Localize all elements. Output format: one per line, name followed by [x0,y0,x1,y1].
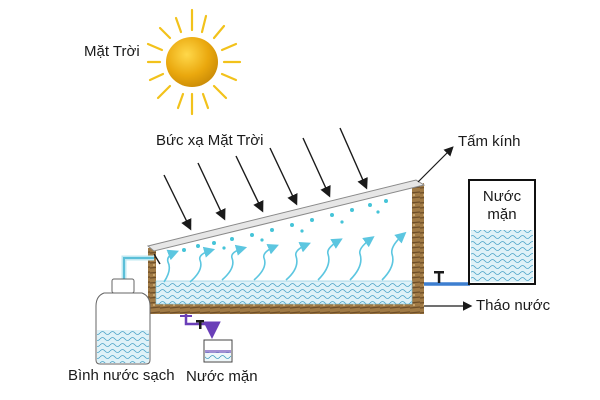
salt-water-collector [203,339,233,363]
salt-water-collector-label: Nước mặn [186,368,258,385]
vapor-arrows [163,231,407,283]
glass-cover [146,179,426,252]
saltwater-tank-label-2: mặn [487,206,517,223]
saltwater-tank [468,179,536,285]
glass-pointer [417,146,454,183]
glass-label: Tấm kính [458,133,521,150]
saltwater-inlet-pipe [424,271,470,286]
wood-frame [148,183,424,314]
clean-water-bottle-label: Bình nước sạch [68,367,175,384]
valve-icon [196,320,204,329]
radiation-label: Bức xạ Mặt Trời [156,132,264,149]
radiation-arrows [163,127,368,231]
drain-label: Tháo nước [476,297,551,314]
sun-icon [146,8,242,116]
sun-label: Mặt Trời [84,43,140,60]
clean-water-pipe [121,253,161,280]
basin-water [155,280,413,305]
brine-drain-pipe [180,314,221,339]
clean-water-bottle [95,278,151,365]
condensation-droplets [168,199,388,255]
saltwater-tank-label-1: Nước [482,188,522,205]
